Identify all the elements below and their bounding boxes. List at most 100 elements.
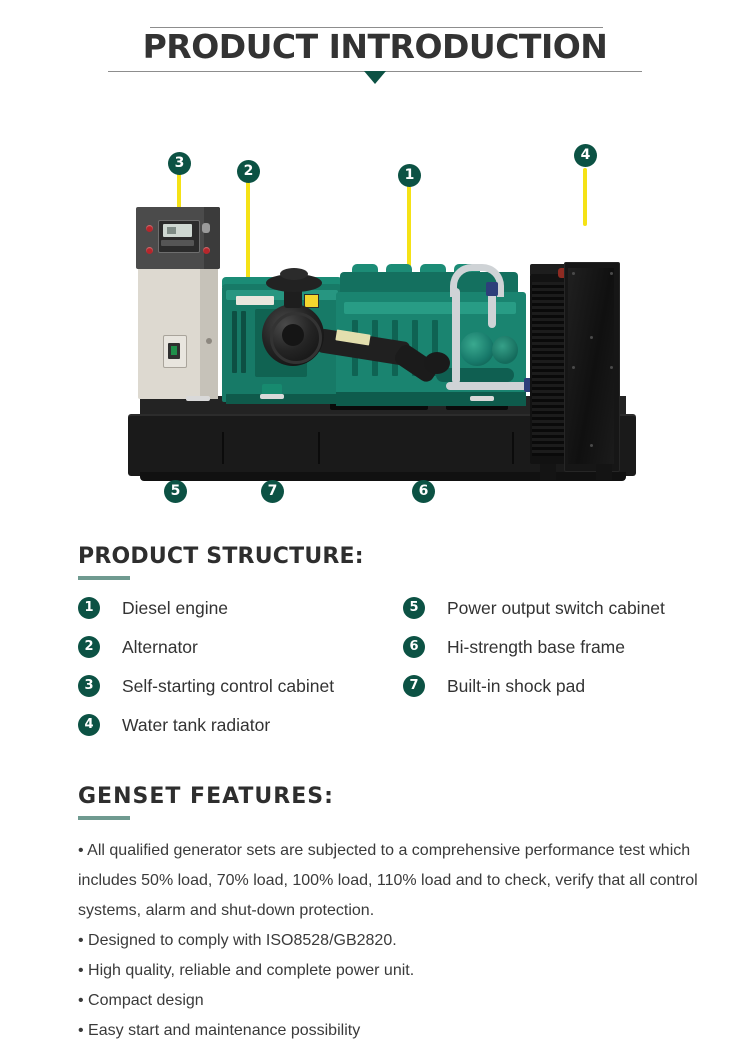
structure-number: 6 bbox=[403, 636, 425, 658]
radiator-bolt bbox=[590, 336, 593, 339]
mount-base bbox=[470, 396, 494, 401]
structure-label: Diesel engine bbox=[122, 598, 229, 618]
product-structure-section: PRODUCT STRUCTURE: bbox=[78, 544, 718, 580]
exhaust-pipe bbox=[452, 288, 460, 384]
structure-number: 5 bbox=[403, 597, 425, 619]
engine-rib bbox=[432, 320, 438, 376]
feature-bullet: • All qualified generator sets are subje… bbox=[78, 842, 698, 919]
list-item: 2 Alternator bbox=[78, 633, 408, 672]
structure-label: Water tank radiator bbox=[122, 715, 271, 735]
genset-features-section: GENSET FEATURES: bbox=[78, 784, 718, 820]
header-rule-top bbox=[150, 27, 603, 28]
radiator-bolt bbox=[572, 272, 575, 275]
radiator-leg bbox=[540, 464, 556, 480]
coolant-hose bbox=[436, 368, 514, 382]
callout-line-4 bbox=[583, 168, 587, 226]
structure-label: Self-starting control cabinet bbox=[122, 676, 335, 696]
alternator-highlight bbox=[226, 290, 338, 300]
exhaust-bend bbox=[450, 264, 504, 297]
cabinet-lock bbox=[206, 338, 212, 344]
engine-base bbox=[336, 392, 526, 406]
pre-cleaner-top bbox=[280, 268, 308, 280]
exhaust-pipe-lower bbox=[446, 382, 542, 390]
radiator-bolt bbox=[572, 366, 575, 369]
page-title: PRODUCT INTRODUCTION bbox=[142, 27, 608, 66]
structure-label: Alternator bbox=[122, 637, 198, 657]
callout-badge-4: 4 bbox=[574, 144, 597, 167]
pre-cleaner-cap bbox=[266, 274, 322, 292]
cabinet-body-shade bbox=[200, 269, 218, 399]
product-image: 3 2 1 4 5 7 6 bbox=[0, 96, 750, 526]
air-filter-core bbox=[282, 324, 304, 346]
shock-pad bbox=[262, 384, 282, 395]
engine-rib bbox=[412, 320, 418, 376]
radiator-panel-sheen bbox=[568, 268, 614, 464]
control-cabinet bbox=[136, 207, 220, 399]
feature-bullet: • Easy start and maintenance possibility bbox=[78, 1022, 361, 1039]
radiator-bolt bbox=[610, 366, 613, 369]
structure-number: 2 bbox=[78, 636, 100, 658]
radiator-bolt bbox=[610, 272, 613, 275]
frame-seam bbox=[318, 432, 320, 464]
engine-highlight bbox=[344, 302, 516, 314]
feature-bullet: • High quality, reliable and complete po… bbox=[78, 962, 415, 979]
turbocharger bbox=[460, 332, 494, 366]
product-structure-heading: PRODUCT STRUCTURE: bbox=[78, 544, 364, 569]
list-item: 5 Power output switch cabinet bbox=[403, 594, 738, 633]
callout-badge-1: 1 bbox=[398, 164, 421, 187]
heading-accent-bar bbox=[78, 816, 130, 820]
alternator-foot bbox=[226, 394, 336, 404]
turbocharger-secondary bbox=[492, 336, 518, 364]
warning-label-icon bbox=[304, 294, 319, 308]
callout-line-1 bbox=[407, 184, 411, 334]
callout-badge-5: 5 bbox=[164, 480, 187, 503]
pipe-clamp bbox=[486, 282, 498, 296]
breaker-switch bbox=[168, 343, 180, 359]
mount-base bbox=[186, 396, 210, 401]
alternator-vent bbox=[241, 311, 246, 373]
structure-column-left: 1 Diesel engine 2 Alternator 3 Self-star… bbox=[78, 594, 408, 750]
alternator-vent bbox=[232, 311, 237, 373]
list-item: 1 Diesel engine bbox=[78, 594, 408, 633]
genset-features-heading: GENSET FEATURES: bbox=[78, 784, 334, 809]
list-item: 7 Built-in shock pad bbox=[403, 672, 738, 711]
structure-number: 3 bbox=[78, 675, 100, 697]
alternator-nameplate bbox=[236, 296, 274, 305]
structure-column-right: 5 Power output switch cabinet 6 Hi-stren… bbox=[403, 594, 738, 711]
genset-features-list: • All qualified generator sets are subje… bbox=[78, 836, 718, 1046]
triangle-down-icon bbox=[364, 71, 386, 84]
air-filter-ring bbox=[270, 312, 322, 364]
list-item: 3 Self-starting control cabinet bbox=[78, 672, 408, 711]
indicator-button bbox=[146, 247, 153, 254]
intake-bulb bbox=[424, 352, 450, 374]
emergency-button bbox=[146, 225, 153, 232]
list-item: 6 Hi-strength base frame bbox=[403, 633, 738, 672]
shock-pad-base bbox=[260, 394, 284, 399]
frame-seam bbox=[222, 432, 224, 464]
feature-bullet: • Designed to comply with ISO8528/GB2820… bbox=[78, 932, 397, 949]
radiator-leg bbox=[596, 464, 612, 480]
radiator-bolt bbox=[590, 444, 593, 447]
callout-badge-2: 2 bbox=[237, 160, 260, 183]
exhaust-pipe bbox=[488, 288, 496, 328]
heading-accent-bar bbox=[78, 576, 130, 580]
cabinet-top-shade bbox=[204, 207, 220, 269]
structure-number: 4 bbox=[78, 714, 100, 736]
feature-bullet: • Compact design bbox=[78, 992, 204, 1009]
controller-screen bbox=[163, 224, 192, 237]
structure-label: Built-in shock pad bbox=[447, 676, 586, 696]
structure-number: 7 bbox=[403, 675, 425, 697]
structure-label: Hi-strength base frame bbox=[447, 637, 625, 657]
structure-label: Power output switch cabinet bbox=[447, 598, 665, 618]
controller-keypad bbox=[161, 240, 194, 246]
base-frame-underside bbox=[140, 472, 626, 481]
page-header: PRODUCT INTRODUCTION bbox=[0, 0, 750, 92]
list-item: 4 Water tank radiator bbox=[78, 711, 408, 750]
selector-knob bbox=[202, 223, 210, 233]
callout-badge-3: 3 bbox=[168, 152, 191, 175]
callout-badge-7: 7 bbox=[261, 480, 284, 503]
callout-badge-6: 6 bbox=[412, 480, 435, 503]
indicator-button bbox=[203, 247, 210, 254]
structure-number: 1 bbox=[78, 597, 100, 619]
frame-seam bbox=[512, 432, 514, 464]
